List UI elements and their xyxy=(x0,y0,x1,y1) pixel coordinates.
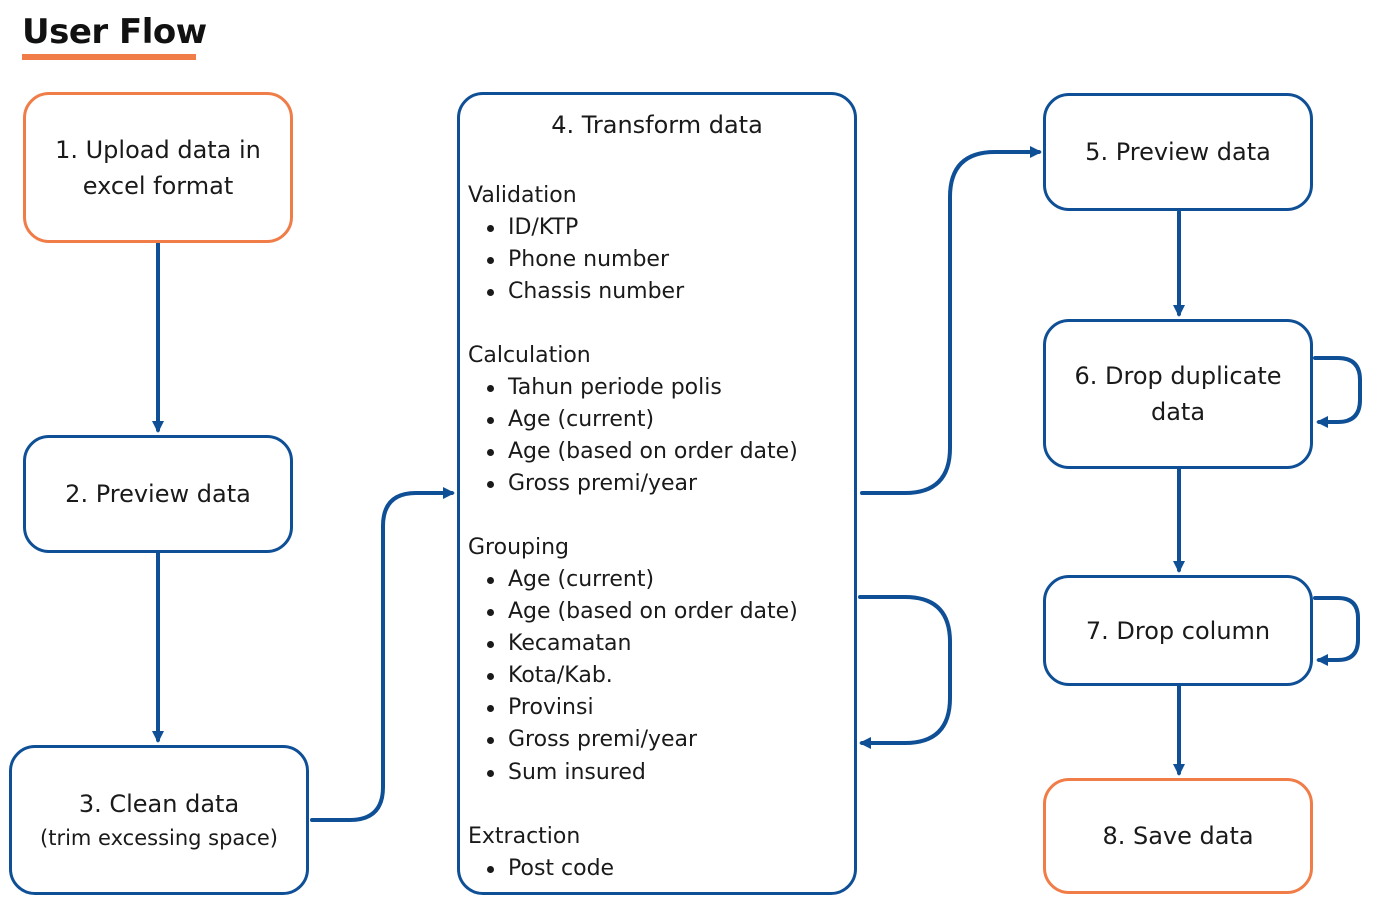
arrow-drop-column-self-loop xyxy=(1313,596,1360,666)
list-item: Gross premi/year xyxy=(468,468,850,500)
node-drop-duplicate-line1: 6. Drop duplicate xyxy=(1074,362,1282,390)
section-extraction: Extraction Post code xyxy=(468,821,850,885)
list-item: Phone number xyxy=(468,244,850,276)
section-title: Grouping xyxy=(468,535,569,560)
list-item: Age (based on order date) xyxy=(468,436,850,468)
list-item: Kecamatan xyxy=(468,628,850,660)
node-preview-data-2-label: 5. Preview data xyxy=(1085,138,1271,166)
node-upload-line1: 1. Upload data in xyxy=(55,135,261,164)
section-validation: Validation ID/KTP Phone number Chassis n… xyxy=(468,180,850,308)
node-upload-data: 1. Upload data in excel format xyxy=(23,92,293,243)
list-item: Tahun periode polis xyxy=(468,372,850,404)
list-item: Post code xyxy=(468,853,850,885)
node-clean-data-sub: (trim excessing space) xyxy=(40,826,278,850)
arrow-clean-to-transform xyxy=(310,487,455,822)
section-title: Calculation xyxy=(468,343,591,368)
list-item: Chassis number xyxy=(468,276,850,308)
node-preview-data-2: 5. Preview data xyxy=(1043,93,1313,211)
list-item: Kota/Kab. xyxy=(468,660,850,692)
node-transform-data: 4. Transform data Validation ID/KTP Phon… xyxy=(457,92,857,895)
section-list: Age (current) Age (based on order date) … xyxy=(468,564,850,789)
node-clean-data-label: 3. Clean data xyxy=(78,790,240,818)
section-list: Post code xyxy=(468,853,850,885)
transform-title: 4. Transform data xyxy=(551,111,763,139)
section-grouping: Grouping Age (current) Age (based on ord… xyxy=(468,532,850,789)
section-list: ID/KTP Phone number Chassis number xyxy=(468,212,850,308)
list-item: ID/KTP xyxy=(468,212,850,244)
node-drop-column: 7. Drop column xyxy=(1043,575,1313,686)
node-clean-data: 3. Clean data (trim excessing space) xyxy=(9,745,309,895)
node-drop-column-label: 7. Drop column xyxy=(1085,616,1271,645)
node-preview-data-1-label: 2. Preview data xyxy=(65,480,251,508)
list-item: Age (based on order date) xyxy=(468,596,850,628)
arrow-transform-self-loop xyxy=(858,595,952,749)
list-item: Provinsi xyxy=(468,692,850,724)
node-preview-data-1: 2. Preview data xyxy=(23,435,293,553)
title-underline xyxy=(22,54,196,60)
list-item: Gross premi/year xyxy=(468,724,850,756)
arrow-drop-duplicate-self-loop xyxy=(1313,356,1362,428)
section-title: Extraction xyxy=(468,824,581,849)
node-drop-duplicate: 6. Drop duplicate data xyxy=(1043,319,1313,469)
arrow-transform-to-preview xyxy=(860,146,1042,495)
diagram-title: User Flow xyxy=(22,12,207,52)
node-upload-line2: excel format xyxy=(82,171,234,200)
node-save-data: 8. Save data xyxy=(1043,778,1313,894)
section-title: Validation xyxy=(468,183,577,208)
list-item: Sum insured xyxy=(468,757,850,789)
section-list: Tahun periode polis Age (current) Age (b… xyxy=(468,372,850,500)
node-drop-duplicate-line2: data xyxy=(1150,398,1206,426)
list-item: Age (current) xyxy=(468,564,850,596)
node-save-data-label: 8. Save data xyxy=(1102,822,1254,850)
list-item: Age (current) xyxy=(468,404,850,436)
section-calculation: Calculation Tahun periode polis Age (cur… xyxy=(468,340,850,500)
